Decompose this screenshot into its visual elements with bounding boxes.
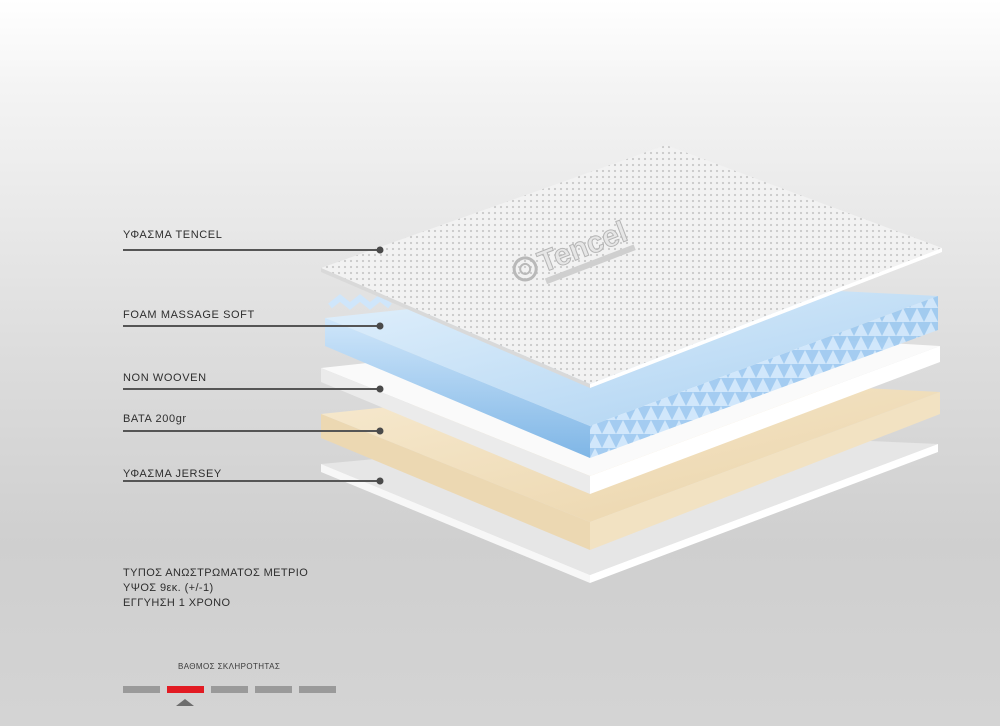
leader-line-tencel (123, 249, 378, 251)
pointer-dot-jersey (376, 477, 384, 485)
spec-type: ΤΥΠΟΣ ΑΝΩΣΤΡΩΜΑΤΟΣ ΜΕΤΡΙΟ (123, 567, 309, 579)
spec-height: ΥΨΟΣ 9εκ. (+/-1) (123, 582, 214, 594)
hardness-level-5 (299, 686, 336, 693)
label-tencel: ΥΦΑΣΜΑ TENCEL (123, 229, 223, 241)
hardness-level-2 (167, 686, 204, 693)
hardness-selected-marker-icon (176, 699, 194, 706)
pointer-dot-non-woven (376, 385, 384, 393)
tencel-layer: Tencel (321, 145, 942, 388)
hardness-level-3 (211, 686, 248, 693)
leader-line-foam (123, 325, 378, 327)
hardness-level-4 (255, 686, 292, 693)
label-non-woven: NON WOOVEN (123, 372, 207, 384)
pointer-dot-foam (376, 322, 384, 330)
spec-warranty: ΕΓΓΥΗΣΗ 1 ΧΡΟΝΟ (123, 597, 231, 609)
product-specs: ΤΥΠΟΣ ΑΝΩΣΤΡΩΜΑΤΟΣ ΜΕΤΡΙΟ ΥΨΟΣ 9εκ. (+/-… (123, 566, 308, 611)
hardness-title: ΒΑΘΜΟΣ ΣΚΛΗΡΟΤΗΤΑΣ (178, 662, 281, 671)
label-jersey: ΥΦΑΣΜΑ JERSEY (123, 468, 222, 480)
pointer-dot-tencel (376, 246, 384, 254)
hardness-level-1 (123, 686, 160, 693)
pointer-dot-wadding (376, 427, 384, 435)
leader-line-non-woven (123, 388, 378, 390)
leader-line-wadding (123, 430, 378, 432)
label-wadding: BATA 200gr (123, 413, 187, 425)
leader-line-jersey (123, 480, 378, 482)
label-foam: FOAM MASSAGE SOFT (123, 309, 255, 321)
